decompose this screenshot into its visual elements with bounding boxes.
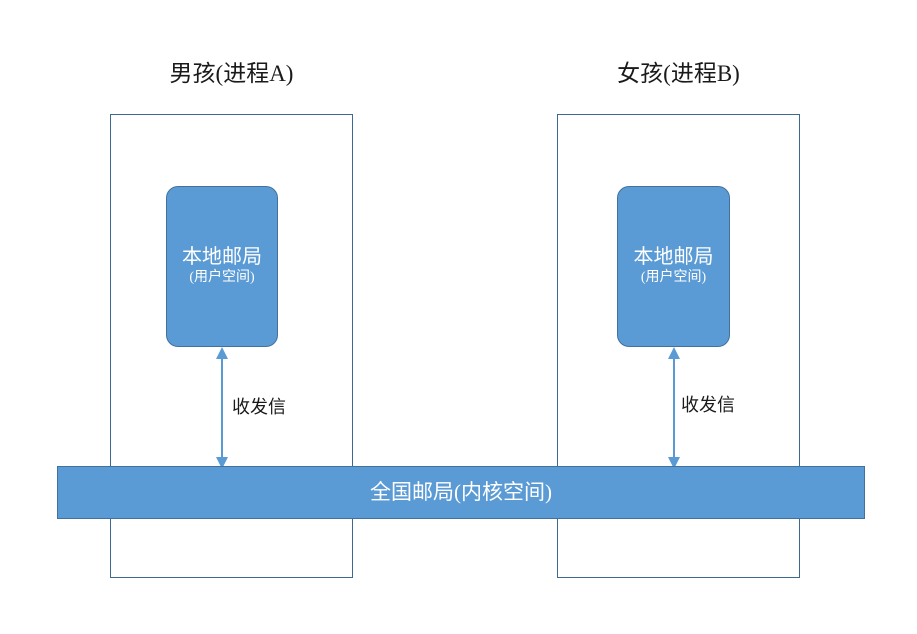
arrow-b-head-down — [668, 457, 680, 469]
arrow-a-head-down — [216, 457, 228, 469]
local-post-office-b-subtitle: (用户空间) — [640, 269, 707, 285]
arrow-a — [216, 347, 228, 469]
local-post-office-a: 本地邮局 (用户空间) — [166, 186, 278, 347]
column-title-process-b: 女孩(进程B) — [617, 61, 740, 86]
process-container-a — [110, 114, 353, 578]
arrow-b — [668, 347, 680, 469]
local-post-office-b: 本地邮局 (用户空间) — [617, 186, 730, 347]
kernel-space-bar: 全国邮局(内核空间) — [57, 466, 865, 519]
arrow-label-b: 收发信 — [681, 395, 735, 415]
local-post-office-a-subtitle: (用户空间) — [189, 269, 255, 285]
local-post-office-a-title: 本地邮局 — [182, 246, 262, 269]
local-post-office-b-title: 本地邮局 — [633, 246, 714, 269]
arrow-b-head-up — [668, 347, 680, 359]
arrow-a-head-up — [216, 347, 228, 359]
process-container-b — [557, 114, 800, 578]
kernel-space-label: 全国邮局(内核空间) — [370, 480, 552, 504]
arrow-label-a: 收发信 — [232, 397, 286, 417]
column-title-process-a: 男孩(进程A) — [169, 61, 294, 86]
